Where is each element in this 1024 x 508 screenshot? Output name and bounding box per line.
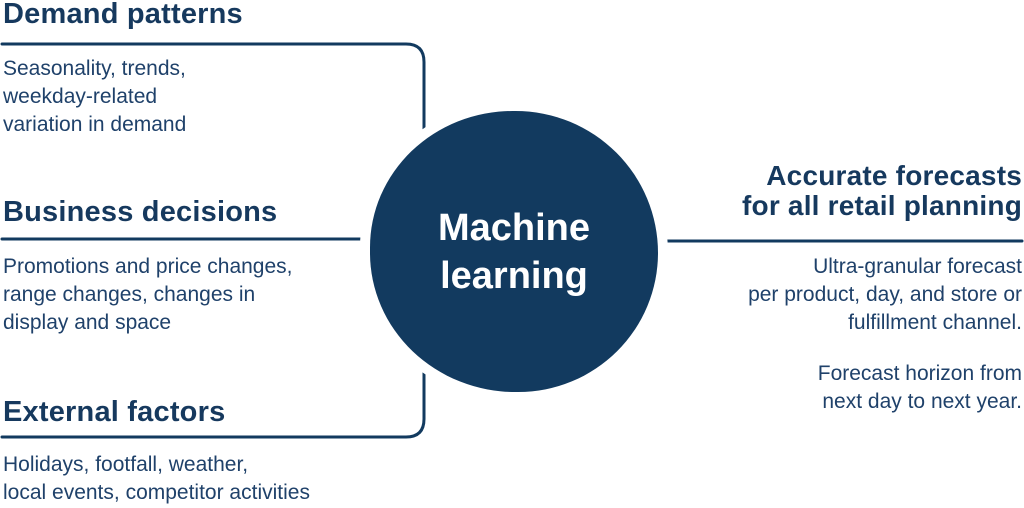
machine-learning-circle: Machine learning (370, 111, 658, 392)
input-title-demand-patterns: Demand patterns (3, 0, 243, 30)
output-title-accurate-forecasts: Accurate forecasts for all retail planni… (742, 160, 1022, 221)
input-title-business-decisions: Business decisions (3, 196, 278, 228)
output-description-horizon: Forecast horizon from next day to next y… (817, 362, 1022, 413)
machine-learning-label: Machine learning (437, 206, 591, 297)
input-description-business-decisions: Promotions and price changes, range chan… (3, 255, 293, 334)
input-description-demand-patterns: Seasonality, trends, weekday-related var… (3, 57, 187, 136)
output-description-granularity: Ultra-granular forecast per product, day… (748, 255, 1022, 334)
input-description-external-factors: Holidays, footfall, weather, local event… (3, 453, 310, 504)
input-title-external-factors: External factors (3, 396, 226, 428)
